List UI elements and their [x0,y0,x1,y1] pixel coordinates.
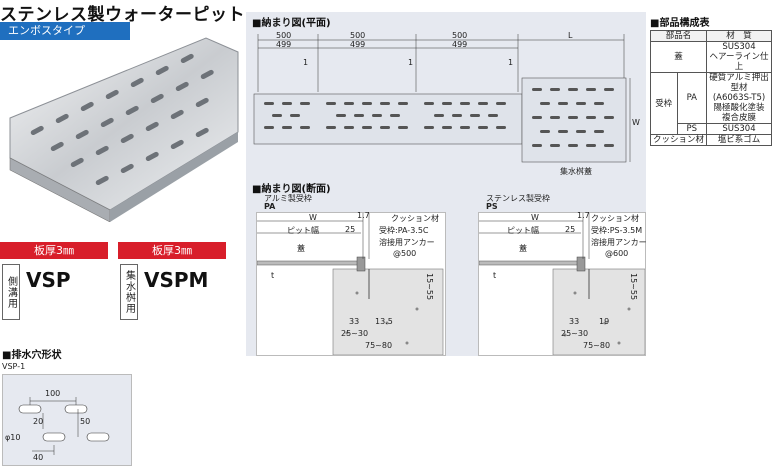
page-title: ステンレス製ウォーターピット [0,5,245,25]
pa-t: t [271,271,275,280]
parts-table-heading: ■部品構成表 [650,18,710,29]
thickness-badge-vspm: 板厚3㎜ [118,242,226,259]
plan-span-1-bottom: 499 [276,40,292,49]
product-name-vspm: VSPM [144,268,209,292]
ps-pit-width: ピット幅 [507,226,539,235]
ps-dim2530: 25~30 [561,329,589,338]
section-heading: ■納まり図(断面) [252,184,331,195]
plan-span-1-top: 500 [276,31,292,40]
drain-dim-phi: φ10 [5,433,21,442]
type-badge: エンボスタイプ [0,22,130,40]
plan-drawing [253,34,631,163]
parts-row-cushion-material: 塩ビ系ゴム [706,134,772,146]
ps-dim7580: 75~80 [583,341,611,350]
parts-row-frame-pa-material: 硬質アルミ押出型材 (A6063S-T5) 陽極酸化塗装 複合皮膜 [706,72,772,124]
plan-span-3-top: 500 [452,31,468,40]
ps-frame: 受枠:PS-3.5M [591,226,643,235]
pa-w: W [309,213,317,222]
parts-row-cushion-part: クッション材 [649,134,708,146]
ps-lid: 蓋 [519,244,527,253]
product-name-vsp: VSP [26,268,71,292]
section-pa-subtitle: アルミ製受枠 [264,194,312,203]
plan-gap-2: 1 [408,58,414,67]
plan-span-2-bottom: 499 [350,40,366,49]
pa-pit-width: ピット幅 [287,226,319,235]
drain-dim-50: 50 [80,417,91,426]
pa-dim15: 15~55 [425,273,434,301]
drain-hole-model: VSP-1 [2,362,26,371]
ps-w: W [531,213,539,222]
parts-row-frame-ps: PS [676,123,708,135]
drain-dim-40: 40 [33,453,44,462]
parts-row-frame-ps-material: SUS304 [706,123,772,135]
table-row: 蓋 SUS304 ヘアーライン仕上 [649,41,772,73]
ps-dim19: 19 [599,317,610,326]
section-pa-code: PA [264,202,276,211]
parts-row-frame-pa: PA [676,72,708,124]
ps-pitch: @600 [605,249,629,258]
ps-dim15: 15~55 [629,273,638,301]
plan-span-3-bottom: 499 [452,40,468,49]
pa-lid: 蓋 [297,244,305,253]
pa-dim33: 33 [349,317,360,326]
drain-hole-heading: ■排水穴形状 [2,350,62,361]
ps-cushion: クッション材 [591,214,639,223]
pa-pitch: @500 [393,249,417,258]
parts-table-header-row: 部品名 材 質 [649,30,772,42]
section-ps-code: PS [486,202,498,211]
parts-header-part: 部品名 [649,30,708,42]
category-vsp: 側溝用 [2,264,20,320]
section-ps-drawing: W 1.7 ピット幅 25 蓋 t クッション材 受枠:PS-3.5M 溶接用ア… [478,211,647,356]
ps-dim17: 1.7 [577,211,590,220]
plan-span-2-top: 500 [350,31,366,40]
drain-dim-100: 100 [45,389,61,398]
section-pa-drawing: W 1.7 ピット幅 25 蓋 t クッション材 受枠:PA-3.5C 溶接用ア… [256,211,446,356]
parts-row-frame-part: 受枠 [650,72,678,135]
pa-dim25: 25 [345,225,356,234]
ps-anchor: 溶接用アンカー [591,238,647,247]
drain-hole-panel: 100 20 50 40 φ10 [2,374,132,466]
pa-dim17: 1.7 [357,211,370,220]
parts-table: 部品名 材 質 蓋 SUS304 ヘアーライン仕上 受枠 PA 硬質アルミ押出型… [649,30,772,146]
pa-frame: 受枠:PA-3.5C [379,226,429,235]
table-row: 受枠 PA 硬質アルミ押出型材 (A6063S-T5) 陽極酸化塗装 複合皮膜 [650,72,772,135]
ps-dim33: 33 [569,317,580,326]
section-ps-subtitle: ステンレス製受枠 [486,194,550,203]
parts-row-lid-part: 蓋 [649,41,708,73]
ps-dim25: 25 [565,225,576,234]
pa-anchor: 溶接用アンカー [379,238,435,247]
parts-header-material: 材 質 [706,30,772,42]
parts-row-lid-material: SUS304 ヘアーライン仕上 [706,41,772,73]
drain-dim-20: 20 [33,417,44,426]
product-photo [9,37,239,222]
plan-basin-label: 集水桝蓋 [560,167,592,176]
plan-w-label: W [632,118,640,127]
pa-dim7580: 75~80 [365,341,393,350]
plan-gap-1: 1 [303,58,309,67]
pa-dim135: 13.5 [375,317,393,326]
plan-l-label: L [568,31,573,40]
table-row: クッション材 塩ビ系ゴム [649,134,772,146]
pa-cushion: クッション材 [391,214,439,223]
category-vspm: 集水桝用 [120,264,138,320]
plan-heading: ■納まり図(平面) [252,18,331,29]
ps-t: t [493,271,497,280]
plan-gap-3: 1 [508,58,514,67]
thickness-badge-vsp: 板厚3㎜ [0,242,108,259]
drain-hole-drawing [18,397,110,455]
pa-dim2530: 25~30 [341,329,369,338]
